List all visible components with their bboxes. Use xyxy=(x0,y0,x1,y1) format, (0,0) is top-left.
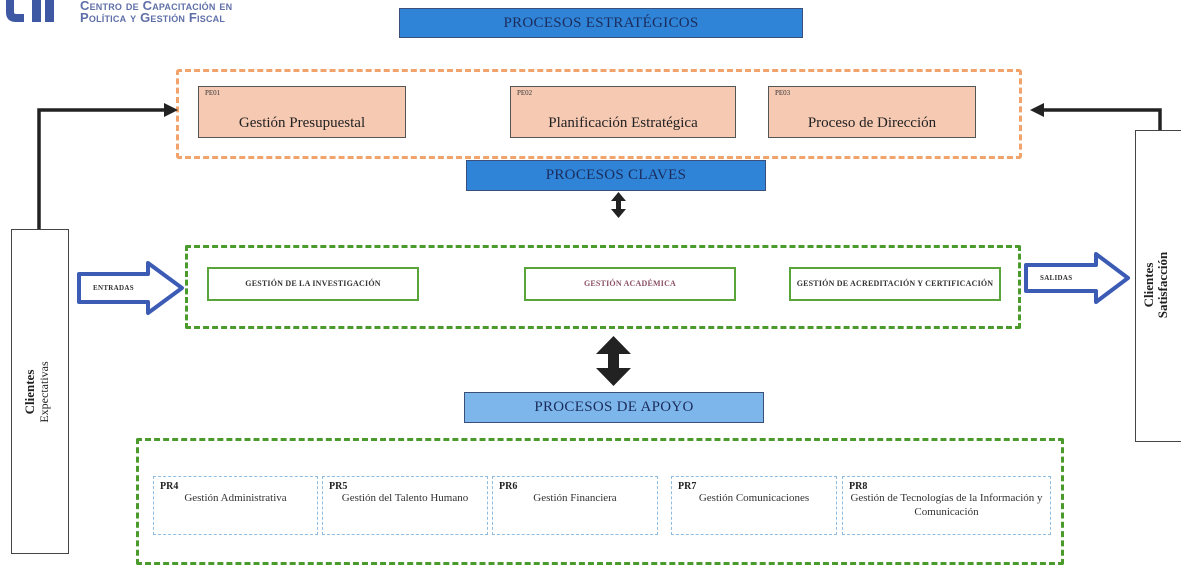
header-procesos-apoyo: PROCESOS DE APOYO xyxy=(464,392,764,423)
proceso-label: Planificación Estratégica xyxy=(548,115,698,131)
apoyo-code: PR8 xyxy=(849,481,868,492)
proceso-pe01: PE01 Gestión Presupuestal xyxy=(198,86,406,138)
right-elbow-arrow-icon xyxy=(1030,103,1162,130)
apoyo-label: Gestión Financiera xyxy=(533,492,617,504)
clave-academica: GESTIÓN ACADÉMICA xyxy=(524,267,736,301)
header-procesos-estrategicos: PROCESOS ESTRATÉGICOS xyxy=(399,8,803,38)
salidas-label: SALIDAS xyxy=(1040,274,1073,282)
clientes-satisfaccion-box: Clientes Satisfacción xyxy=(1135,130,1181,442)
logo: Centro de Capacitación en Política y Ges… xyxy=(0,0,330,34)
logo-text: Centro de Capacitación en Política y Ges… xyxy=(80,0,232,24)
header-procesos-claves: PROCESOS CLAVES xyxy=(466,160,766,191)
apoyo-label: Gestión de Tecnologías de la Información… xyxy=(850,492,1043,518)
apoyo-container xyxy=(136,438,1064,565)
apoyo-code: PR4 xyxy=(160,481,179,492)
apoyo-pr6: PR6 Gestión Financiera xyxy=(492,476,658,535)
apoyo-label: Gestión del Talento Humano xyxy=(341,492,469,504)
apoyo-pr7: PR7 Gestión Comunicaciones xyxy=(671,476,837,535)
apoyo-pr5: PR5 Gestión del Talento Humano xyxy=(322,476,488,535)
double-arrow-small-icon xyxy=(611,192,626,218)
logo-line-2: Política y Gestión Fiscal xyxy=(80,10,226,25)
proceso-pe02: PE02 Planificación Estratégica xyxy=(510,86,736,138)
entradas-arrow-icon xyxy=(77,261,184,315)
apoyo-code: PR6 xyxy=(499,481,518,492)
proceso-code: PE03 xyxy=(775,89,791,97)
proceso-label: Proceso de Dirección xyxy=(807,115,937,131)
proceso-pe03: PE03 Proceso de Dirección xyxy=(768,86,976,138)
apoyo-pr4: PR4 Gestión Administrativa xyxy=(153,476,318,535)
clave-investigacion: GESTIÓN DE LA INVESTIGACIÓN xyxy=(207,267,419,301)
apoyo-code: PR7 xyxy=(678,481,697,492)
estrategicos-container xyxy=(176,69,1022,159)
apoyo-label: Gestión Administrativa xyxy=(184,492,287,504)
double-arrow-large-icon xyxy=(596,336,631,386)
proceso-code: PE02 xyxy=(517,89,533,97)
proceso-label: Gestión Presupuestal xyxy=(238,115,366,131)
left-elbow-arrow-icon xyxy=(37,103,178,229)
entradas-label: ENTRADAS xyxy=(93,284,134,292)
apoyo-pr8: PR8 Gestión de Tecnologías de la Informa… xyxy=(842,476,1051,535)
clave-acreditacion: GESTIÓN DE ACREDITACIÓN Y CERTIFICACIÓN xyxy=(789,267,1001,301)
clientes-expectativas-box: Clientes Expectativas xyxy=(11,229,69,554)
salidas-arrow-icon xyxy=(1024,252,1130,304)
logo-line-1: Centro de Capacitación en xyxy=(80,0,233,13)
proceso-code: PE01 xyxy=(205,89,221,97)
apoyo-label: Gestión Comunicaciones xyxy=(698,492,810,504)
apoyo-code: PR5 xyxy=(329,481,348,492)
logo-mark-icon xyxy=(6,0,54,22)
claves-container xyxy=(185,245,1021,329)
